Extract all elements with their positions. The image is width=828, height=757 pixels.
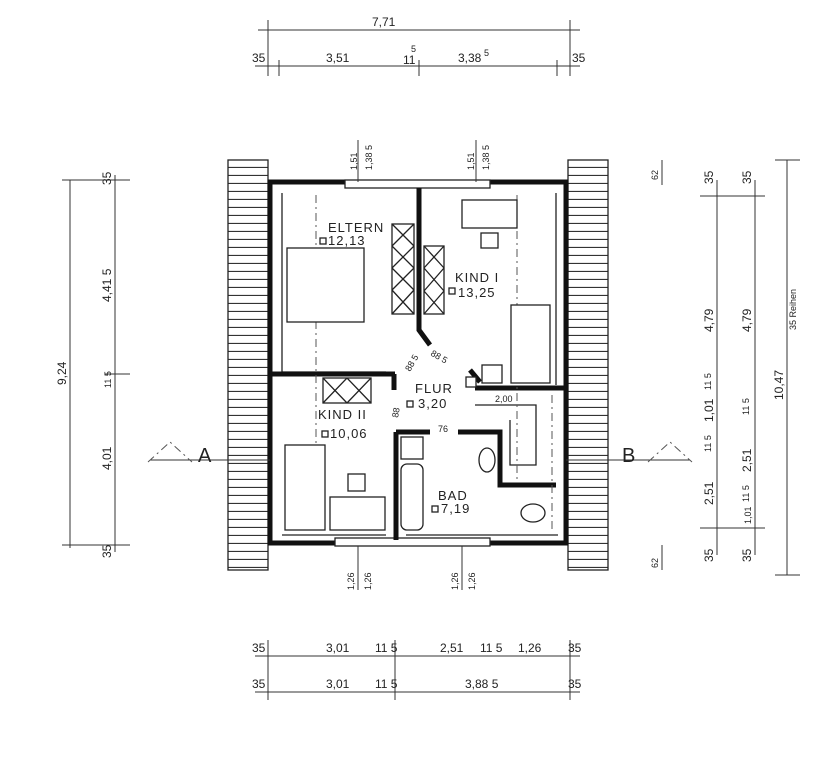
section-mark-b: B: [622, 445, 635, 467]
room-kind-1: KIND I 13,25: [448, 270, 499, 300]
dim-text: 1,26: [363, 572, 373, 590]
dim-text: 4,01: [100, 446, 114, 470]
room-area: 7,19: [441, 501, 470, 516]
dim-text: 88: [390, 407, 402, 419]
dim-text: 35: [572, 51, 586, 65]
room-kind-2: KIND II 10,06: [318, 407, 368, 441]
dim-text: 35: [568, 641, 582, 655]
dim-text: 76: [438, 424, 448, 434]
tile-rows-note: 35 Reihen: [788, 289, 798, 330]
dim-text: 35: [252, 677, 266, 691]
dim-text: 1,51: [349, 152, 359, 170]
dim-text: 62: [650, 170, 660, 180]
dim-text: 11 5: [375, 641, 398, 655]
room-area: 12,13: [328, 233, 366, 248]
dim-text: 1,38 5: [364, 145, 374, 170]
dim-text: 11 5: [480, 641, 503, 655]
room-bad: BAD 7,19: [431, 488, 470, 516]
right-dims-col1: 35 4,79 11 5 1,01 11 5 2,51 35: [702, 170, 716, 562]
room-area: 3,20: [418, 396, 447, 411]
dim-text: 35: [702, 170, 716, 184]
dim-text: 2,51: [440, 641, 464, 655]
roof-strip-left: [227, 159, 269, 571]
dim-text: 35: [252, 641, 266, 655]
dim-text: 11 5: [741, 485, 751, 502]
dim-text: 1,26: [450, 572, 460, 590]
bottom-dims-row2: 35 3,01 11 5 3,88 5 35: [252, 677, 582, 691]
dim-text: 35: [252, 51, 266, 65]
dim-text: 4,79: [702, 308, 716, 332]
wardrobe-eltern: [391, 223, 415, 315]
room-eltern: ELTERN 12,13: [319, 220, 384, 248]
dim-text: 1,38 5: [481, 145, 491, 170]
section-mark-a: A: [198, 445, 212, 467]
dim-text: 88 5: [429, 348, 449, 365]
dim-text: 11 5: [703, 435, 713, 452]
dimension-lines: [62, 20, 800, 700]
dim-text: 2,51: [740, 448, 754, 472]
room-area: 13,25: [458, 285, 496, 300]
dim-text: 35: [568, 677, 582, 691]
room-name: BAD: [438, 488, 468, 503]
dim-text: 35: [740, 170, 754, 184]
room-name: ELTERN: [328, 220, 384, 235]
dim-text: 62: [650, 558, 660, 568]
dim-text: 11 5: [703, 373, 713, 390]
room-flur: FLUR 3,20: [406, 381, 453, 411]
room-name: KIND II: [318, 407, 367, 422]
furniture: [284, 199, 551, 531]
dim-text: 1,01: [743, 506, 753, 524]
dim-text: 4,41 5: [100, 268, 114, 302]
room-name: KIND I: [455, 270, 499, 285]
wardrobe-kind1: [423, 245, 445, 315]
dim-text: 35: [740, 548, 754, 562]
dim-text: 4,79: [740, 308, 754, 332]
dim-text: 1,01: [702, 398, 716, 422]
dim-text: 5: [411, 44, 416, 54]
dim-text: 3,01: [326, 641, 350, 655]
roof-strip-right: [567, 159, 609, 571]
dim-text: 1,51: [466, 152, 476, 170]
dim-text: 3,01: [326, 677, 350, 691]
interior-walls: [272, 188, 566, 540]
dim-text: 88 5: [403, 353, 420, 373]
dim-text: 3,88 5: [465, 677, 499, 691]
dim-text: 35: [100, 544, 114, 558]
dim-text: 1,26: [346, 572, 356, 590]
right-dims-col2: 35 4,79 11 5 2,51 11 5 1,01 35: [740, 170, 754, 562]
dim-text: 11 5: [375, 677, 398, 691]
dim-text: 11 5: [741, 398, 751, 415]
room-name: FLUR: [415, 381, 453, 396]
dim-text: 2,51: [702, 481, 716, 505]
dim-text: 5: [484, 48, 489, 58]
room-area: 10,06: [330, 426, 368, 441]
dim-total-width: 7,71: [372, 15, 396, 29]
dim-text: 2,00: [495, 394, 513, 404]
dim-text: 11: [403, 53, 416, 67]
dim-text: 1,26: [518, 641, 542, 655]
dim-total-roof: 10,47: [772, 370, 786, 400]
dim-text: 35: [702, 548, 716, 562]
dim-text: 1,26: [467, 572, 477, 590]
dim-text: 3,51: [326, 51, 350, 65]
dim-total-depth: 9,24: [55, 361, 69, 385]
dim-text: 11 5: [103, 371, 113, 388]
dim-text: 3,38: [458, 51, 482, 65]
bottom-dims-row1: 35 3,01 11 5 2,51 11 5 1,26 35: [252, 641, 582, 655]
dim-text: 35: [100, 171, 114, 185]
